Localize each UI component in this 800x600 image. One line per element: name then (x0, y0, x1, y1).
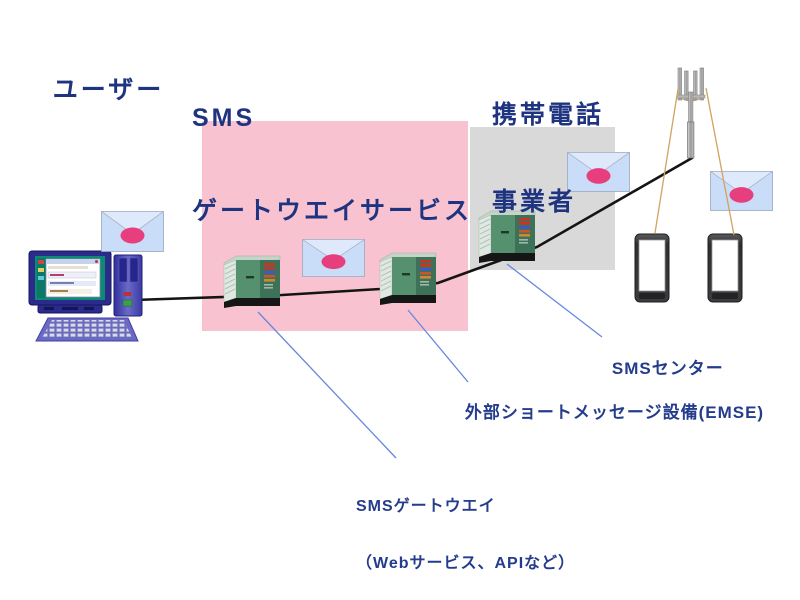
server-icon-sms-gateway (222, 252, 282, 308)
envelope-icon-carrier (567, 152, 630, 192)
envelope-icon-user (101, 211, 164, 252)
label-sms-gateway-line2: （Webサービス、APIなど） (356, 555, 576, 572)
envelope-icon-gateway (302, 239, 365, 277)
envelope-icon-mobile (710, 171, 773, 211)
header-gateway-service: SMS ゲートウエイサービス (192, 41, 472, 289)
server-icon-emse (378, 249, 438, 305)
header-gateway-line2: ゲートウエイサービス (192, 197, 473, 225)
header-user: ユーザー (13, 44, 164, 137)
label-emse-text: 外部ショートメッセージ設備(EMSE) (464, 403, 765, 422)
header-carrier: 携帯電話 事業者 (492, 43, 604, 275)
phone-icon-right (707, 233, 743, 303)
label-sms-center-text: SMSセンター (611, 359, 724, 378)
callout-line-sms-center (506, 263, 603, 338)
label-emse: 外部ショートメッセージ設備(EMSE) (442, 383, 764, 443)
callout-line-sms-gateway (257, 311, 397, 459)
label-sms-gateway-line1: SMSゲートウエイ (356, 498, 496, 515)
header-carrier-line1: 携帯電話 (492, 101, 605, 129)
header-gateway-line1: SMS (192, 104, 256, 132)
header-carrier-line2: 事業者 (492, 188, 577, 216)
computer-icon (28, 248, 146, 348)
callout-line-emse (407, 309, 469, 383)
label-sms-gateway: SMSゲートウエイ （Webサービス、APIなど） (356, 459, 575, 600)
antenna-icon (670, 62, 712, 162)
phone-icon-left (634, 233, 670, 303)
server-icon-sms-center (477, 207, 537, 263)
label-sms-center: SMSセンター (589, 339, 724, 399)
header-user-text: ユーザー (52, 76, 165, 104)
